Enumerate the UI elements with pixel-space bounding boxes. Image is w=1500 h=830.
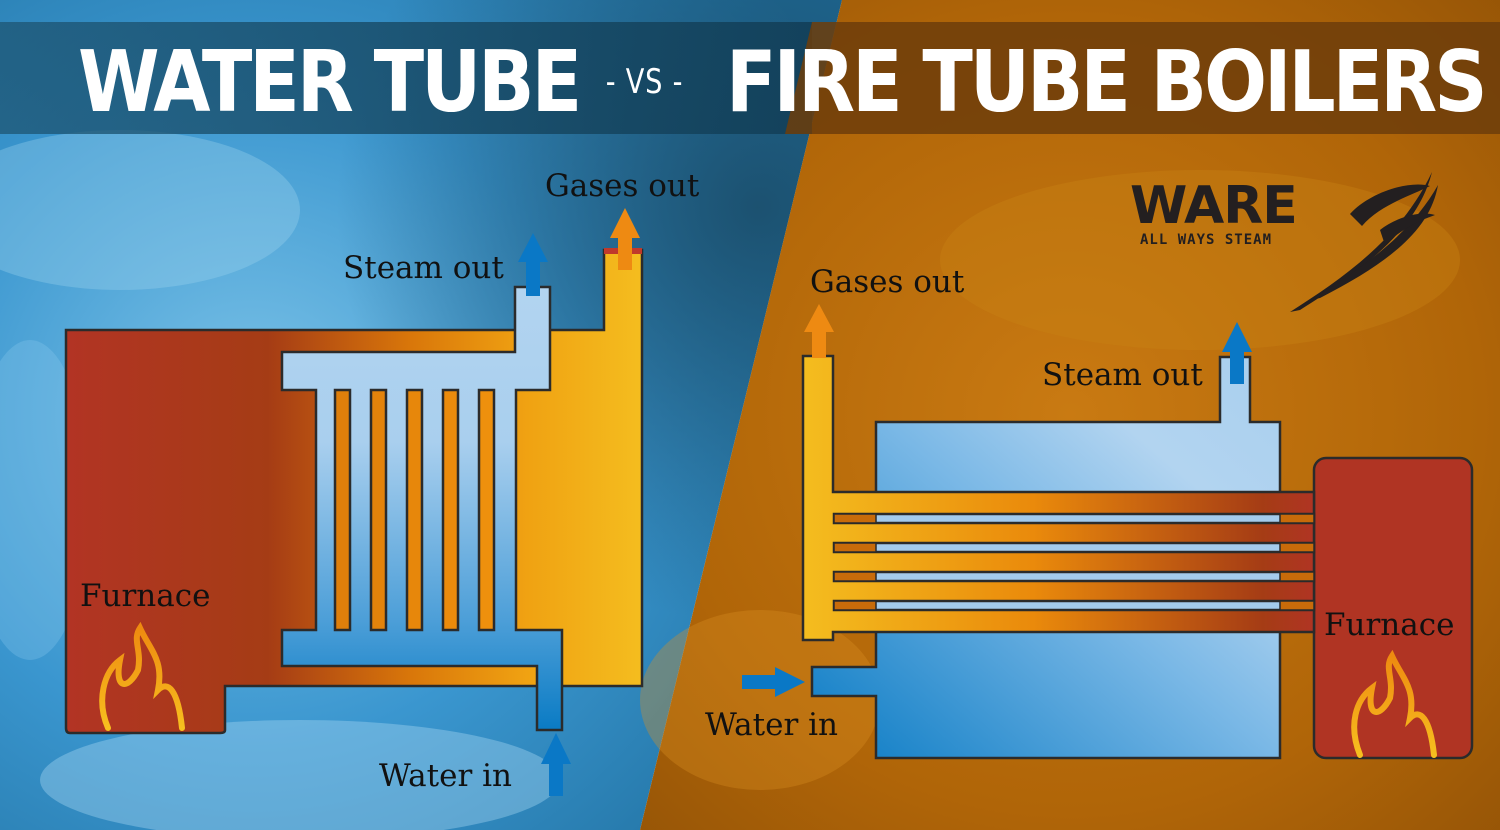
title-water-tube: WATER TUBE xyxy=(78,32,582,132)
wt-gases-out-label: Gases out xyxy=(545,168,700,204)
fire-tube-water-in-arrow xyxy=(742,667,805,697)
water-tube-gas-arrow xyxy=(610,208,640,270)
fire-tube-steam-arrow xyxy=(1222,322,1252,384)
logo-tagline: ALL WAYS STEAM xyxy=(1140,232,1273,248)
fire-tube-boiler xyxy=(801,354,1474,760)
water-tube-steam-arrow xyxy=(518,233,548,296)
ware-logo: WARE ALL WAYS STEAM xyxy=(1130,176,1298,248)
water-tube-flame-icon xyxy=(99,621,185,731)
ft-steam-out-label: Steam out xyxy=(1042,357,1203,393)
fire-tube-flame-icon xyxy=(1351,649,1437,758)
title-separator: - VS - xyxy=(605,62,684,102)
ft-gases-out-label: Gases out xyxy=(810,264,965,300)
wt-steam-out-label: Steam out xyxy=(343,250,504,286)
fire-tube-gas-arrow xyxy=(804,304,834,358)
ft-water-in-label: Water in xyxy=(705,707,839,743)
wt-water-in-label: Water in xyxy=(379,758,513,794)
logo-wordmark: WARE xyxy=(1130,176,1298,236)
ware-logo-swoosh-icon xyxy=(1290,172,1438,312)
title-fire-tube-boilers: FIRE TUBE BOILERS xyxy=(726,32,1487,132)
ft-furnace-label: Furnace xyxy=(1324,607,1455,643)
water-tube-water-in-arrow xyxy=(541,733,571,796)
wt-furnace-label: Furnace xyxy=(80,578,211,614)
